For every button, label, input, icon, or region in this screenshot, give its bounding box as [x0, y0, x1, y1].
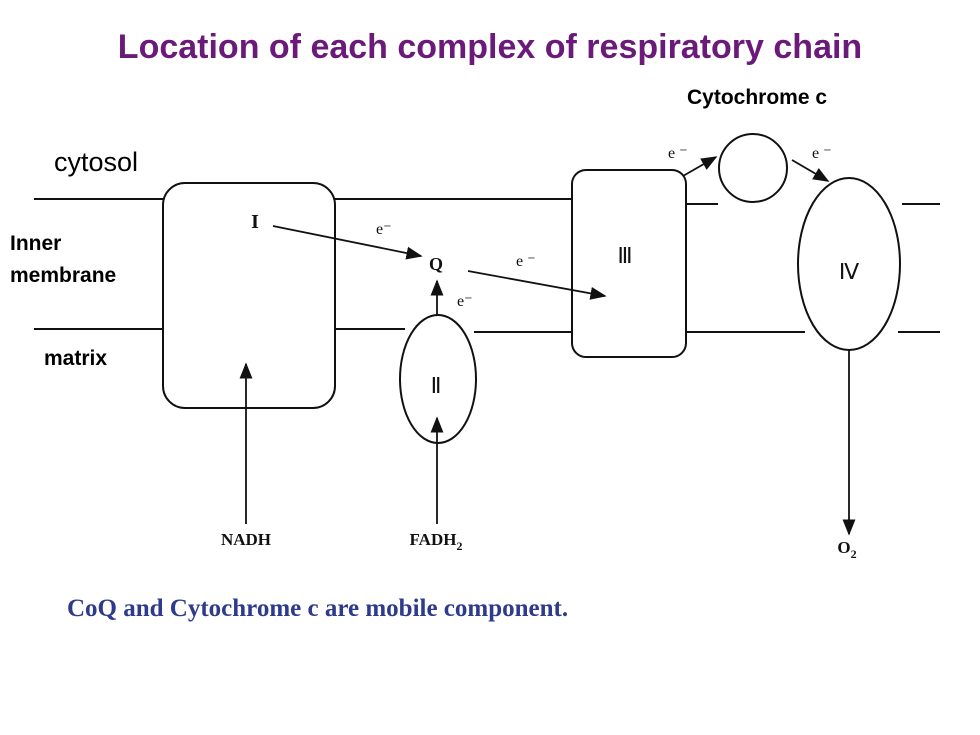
arrow-cytc-to-iv: [791, 159, 830, 182]
complex-ii-label: Ⅱ: [431, 373, 442, 398]
fadh2-main: FADH: [410, 530, 457, 549]
electron-label-cytc-iv: e ⁻: [812, 145, 832, 162]
membrane-top-line: [34, 198, 940, 205]
cytosol-label: cytosol: [54, 147, 139, 177]
complex-ii-ellipse: [399, 314, 477, 444]
complex-iv-label: Ⅳ: [839, 259, 860, 284]
inner-membrane-label-line2: membrane: [10, 264, 117, 287]
membrane-bottom-line: [34, 328, 940, 333]
complex-i-label: I: [251, 211, 259, 233]
complex-iii-box: [571, 169, 687, 358]
caption-text: CoQ and Cytochrome c are mobile componen…: [67, 595, 569, 622]
complex-iii-label: Ⅲ: [617, 243, 632, 268]
electron-label-i-q: e⁻: [376, 221, 392, 238]
o2-main: O: [837, 538, 850, 557]
o2-label: O2: [837, 538, 856, 561]
electron-label-iii-cytc: e ⁻: [668, 145, 688, 162]
fadh2-label: FADH2: [410, 530, 463, 553]
o2-subscript: 2: [851, 547, 857, 561]
electron-label-ii-q: e⁻: [457, 293, 473, 310]
coq-label: Q: [429, 254, 443, 274]
cytochrome-c-label: Cytochrome c: [687, 86, 828, 109]
complex-i-box: [162, 182, 336, 409]
arrow-i-to-q: [272, 225, 423, 260]
cytochrome-c-circle: [718, 133, 788, 203]
matrix-label: matrix: [44, 347, 108, 370]
nadh-label: NADH: [221, 530, 271, 549]
electron-label-q-iii: e ⁻: [516, 253, 536, 270]
arrow-iii-to-cytc: [682, 156, 718, 177]
arrow-q-to-iii: [467, 270, 607, 300]
inner-membrane-label-line1: Inner: [10, 232, 62, 255]
slide-title: Location of each complex of respiratory …: [117, 28, 863, 66]
fadh2-subscript: 2: [456, 539, 462, 553]
